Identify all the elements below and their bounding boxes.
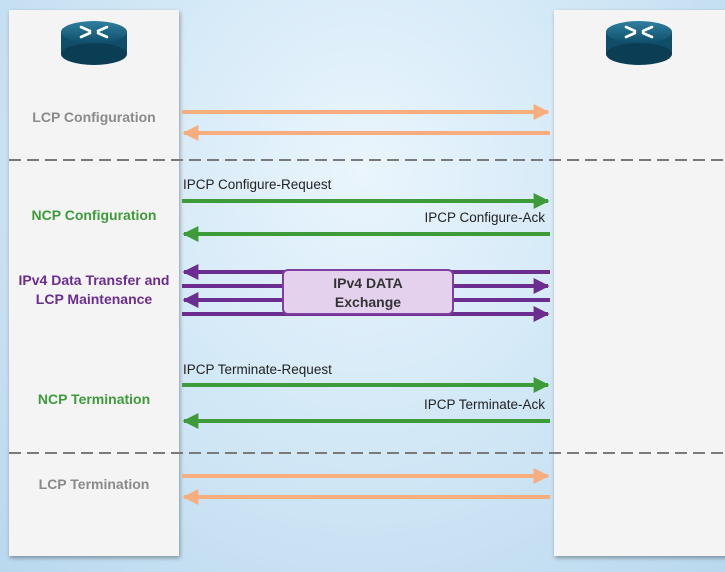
message-terminate-request: IPCP Terminate-Request (183, 362, 332, 377)
exchange-label-line: Exchange (334, 294, 402, 310)
message-configure-request: IPCP Configure-Request (183, 177, 332, 192)
router-icon (606, 21, 672, 65)
left-device-lane (9, 10, 179, 556)
phase-label-lcp-configuration: LCP Configuration (32, 109, 156, 125)
phase-label-line: LCP Maintenance (35, 291, 153, 307)
exchange-label-line: IPv4 DATA (333, 275, 403, 291)
ipv4-data-exchange-box: IPv4 DATA Exchange (282, 269, 454, 315)
router-icon (61, 21, 127, 65)
phase-label-line: IPv4 Data Transfer and (18, 272, 170, 288)
phase-label-ncp-configuration: NCP Configuration (31, 207, 157, 223)
message-configure-ack: IPCP Configure-Ack (424, 210, 545, 225)
message-terminate-ack: IPCP Terminate-Ack (423, 397, 545, 412)
phase-label-data-transfer: IPv4 Data Transfer and LCP Maintenance (9, 271, 179, 309)
phase-label-ncp-termination: NCP Termination (37, 391, 151, 407)
phase-label-lcp-termination: LCP Termination (38, 476, 150, 492)
right-device-lane (554, 10, 725, 556)
